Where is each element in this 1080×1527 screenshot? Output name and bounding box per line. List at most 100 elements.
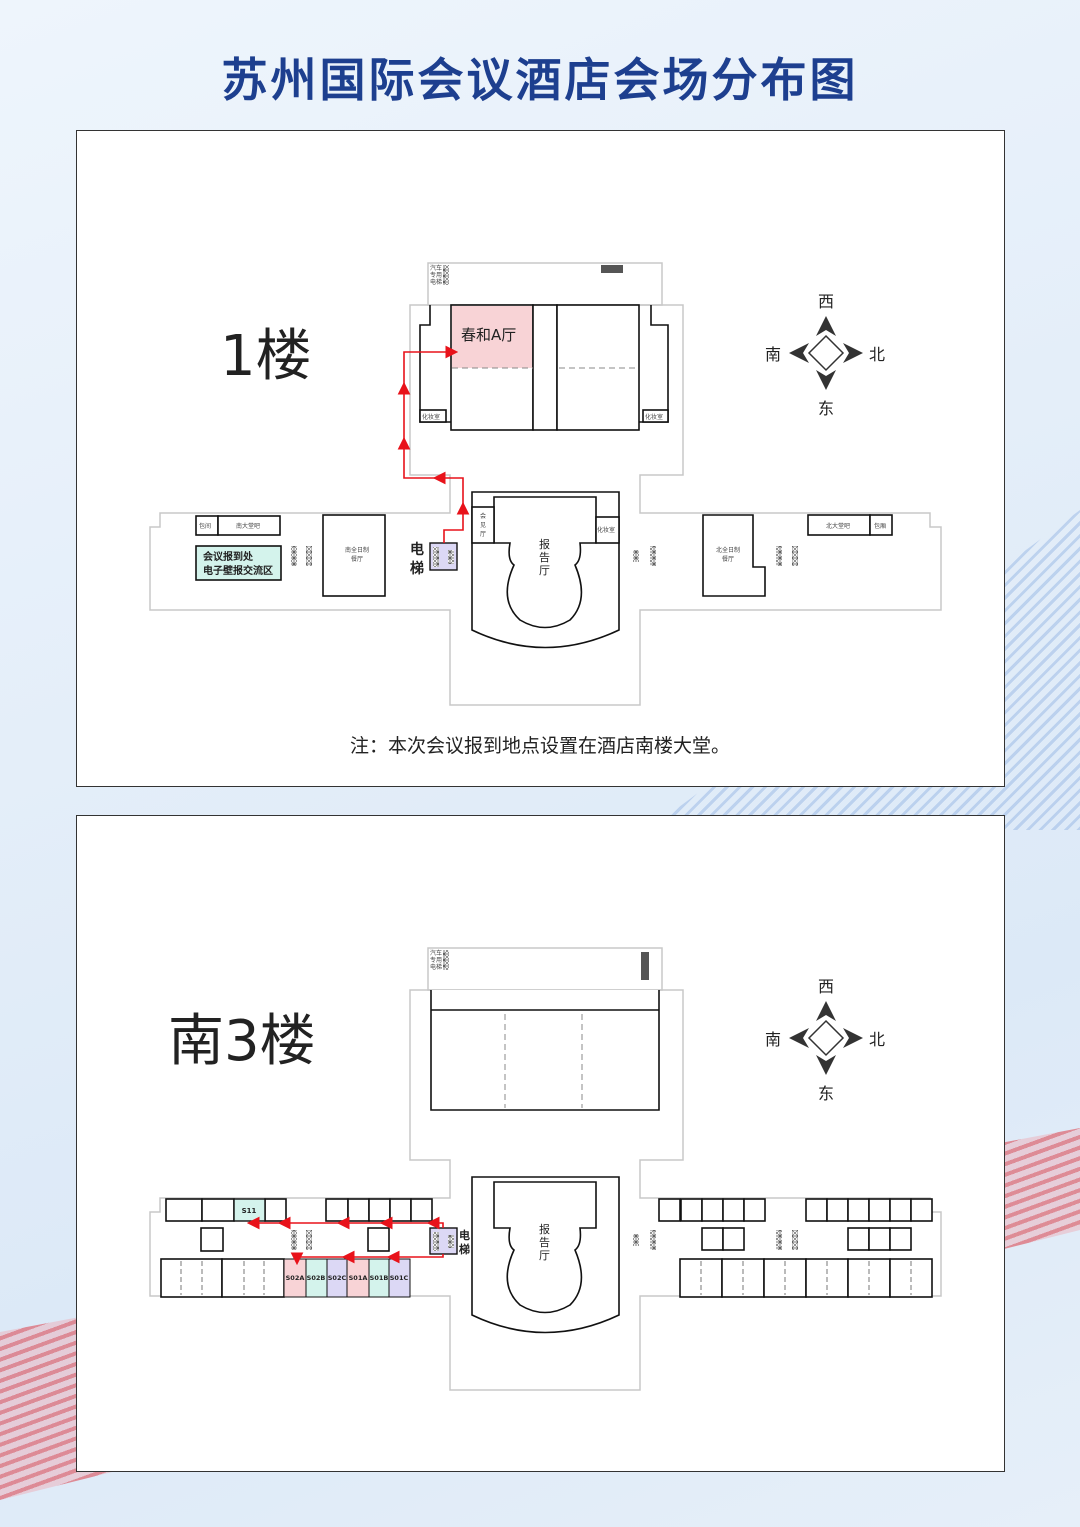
makeup-room-1	[419, 409, 447, 423]
svg-text:电子壁报交流区: 电子壁报交流区	[203, 564, 273, 577]
svg-text:S02A: S02A	[286, 1274, 305, 1282]
north-restaurant	[702, 514, 766, 597]
svg-text:南大堂吧: 南大堂吧	[236, 522, 260, 530]
svg-text:包厢: 包厢	[874, 522, 886, 530]
svg-text:南: 南	[765, 345, 781, 364]
svg-text:会议报到处: 会议报到处	[203, 550, 254, 563]
room	[847, 1198, 870, 1222]
private-room-north	[869, 514, 893, 536]
floor-1-panel	[76, 130, 1005, 787]
room	[701, 1198, 724, 1222]
room	[347, 1198, 370, 1222]
makeup-room-2	[642, 409, 669, 423]
room-s02a: S02A	[283, 1258, 307, 1298]
compass-icon: 西 南 北 东	[765, 977, 885, 1103]
svg-text:梯: 梯	[410, 560, 424, 577]
south-lobby-bar	[217, 515, 281, 536]
registration-desk	[195, 545, 282, 581]
svg-text:S02C: S02C	[328, 1274, 347, 1282]
room	[201, 1198, 235, 1222]
room	[367, 1227, 390, 1252]
svg-text:S01C: S01C	[390, 1274, 409, 1282]
report-hall: 报 告 厅	[471, 1176, 620, 1334]
columns	[291, 1230, 798, 1250]
svg-text:报: 报	[539, 1222, 550, 1236]
svg-text:汽车: 汽车	[430, 264, 442, 272]
building-outline	[149, 304, 942, 706]
room-s01a: S01A	[346, 1258, 370, 1298]
room	[368, 1198, 391, 1222]
page-title: 苏州国际会议酒店会场分布图	[221, 53, 859, 107]
svg-text:东: 东	[818, 1084, 834, 1103]
svg-text:电: 电	[410, 541, 424, 558]
west-wall	[419, 305, 451, 423]
svg-text:北: 北	[869, 345, 885, 364]
conference-block	[430, 990, 660, 1111]
svg-text:会: 会	[480, 512, 486, 520]
svg-text:梯: 梯	[459, 1242, 470, 1256]
south-restaurant	[322, 514, 386, 597]
room	[410, 1198, 433, 1222]
svg-text:南全日制: 南全日制	[345, 546, 369, 554]
room-s02b: S02B	[305, 1258, 328, 1298]
room	[325, 1198, 349, 1222]
svg-text:北全日制: 北全日制	[716, 546, 740, 554]
room	[847, 1227, 870, 1251]
svg-text:汽车: 汽车	[430, 949, 442, 957]
svg-text:厅: 厅	[539, 564, 550, 577]
svg-text:告: 告	[539, 1236, 550, 1249]
svg-text:北大堂吧: 北大堂吧	[826, 522, 850, 530]
svg-text:报: 报	[539, 537, 550, 551]
svg-text:专用: 专用	[430, 956, 442, 964]
top-annex	[427, 947, 663, 991]
floor-south-3-plan: 南3楼 汽车 专用 电梯 报 告 厅 电 梯 S11	[149, 947, 942, 1391]
room	[910, 1198, 933, 1222]
room	[868, 1227, 891, 1251]
room	[658, 1198, 681, 1222]
elevator[interactable]: 电 梯	[410, 541, 458, 577]
hall-a-label: 春和A厅	[461, 326, 516, 344]
room	[389, 1198, 412, 1222]
elevator[interactable]: 电 梯	[429, 1227, 470, 1256]
partition-lines	[504, 1014, 583, 1108]
svg-text:S01B: S01B	[370, 1274, 389, 1282]
svg-text:化妆室: 化妆室	[422, 413, 440, 421]
report-hall: 会 见 厅 化妆室 报 告 厅	[471, 491, 620, 649]
car-elevator: 汽车 专用 电梯	[430, 949, 449, 971]
columns	[291, 546, 798, 566]
corridor	[532, 304, 558, 431]
svg-text:见: 见	[480, 522, 486, 529]
svg-text:包间: 包间	[199, 522, 211, 530]
svg-text:厅: 厅	[480, 531, 486, 538]
car-elevator: 汽车 专用 电梯	[430, 264, 449, 286]
svg-text:南: 南	[765, 1030, 781, 1049]
room-s02c: S02C	[326, 1258, 348, 1298]
floor-1-plan: 1楼 汽车 专用 电梯 化妆室 化妆室 春和A厅 会 见 厅	[149, 262, 942, 757]
floor-1-note: 注：本次会议报到地点设置在酒店南楼大堂。	[350, 735, 730, 757]
svg-text:S11: S11	[242, 1207, 257, 1215]
room	[160, 1258, 223, 1298]
svg-text:告: 告	[539, 551, 550, 564]
room	[826, 1198, 849, 1222]
floor-south-3-panel	[76, 815, 1005, 1472]
room	[889, 1198, 912, 1222]
compass-icon: 西 南 北 东	[765, 292, 885, 418]
room	[868, 1198, 891, 1222]
room	[722, 1227, 745, 1251]
hall-a-highlight	[452, 306, 532, 368]
svg-text:电梯: 电梯	[430, 963, 442, 971]
room-s01c: S01C	[388, 1258, 411, 1298]
svg-text:东: 东	[818, 399, 834, 418]
svg-text:S01A: S01A	[349, 1274, 368, 1282]
room	[805, 1198, 828, 1222]
room	[680, 1198, 703, 1222]
svg-text:餐厅: 餐厅	[722, 555, 734, 563]
room	[722, 1198, 745, 1222]
route-arrows	[246, 1216, 444, 1266]
room	[200, 1227, 224, 1252]
svg-text:西: 西	[818, 292, 834, 311]
room	[165, 1198, 203, 1222]
east-wall	[639, 305, 669, 423]
floor-south-3-label: 南3楼	[168, 1009, 316, 1074]
